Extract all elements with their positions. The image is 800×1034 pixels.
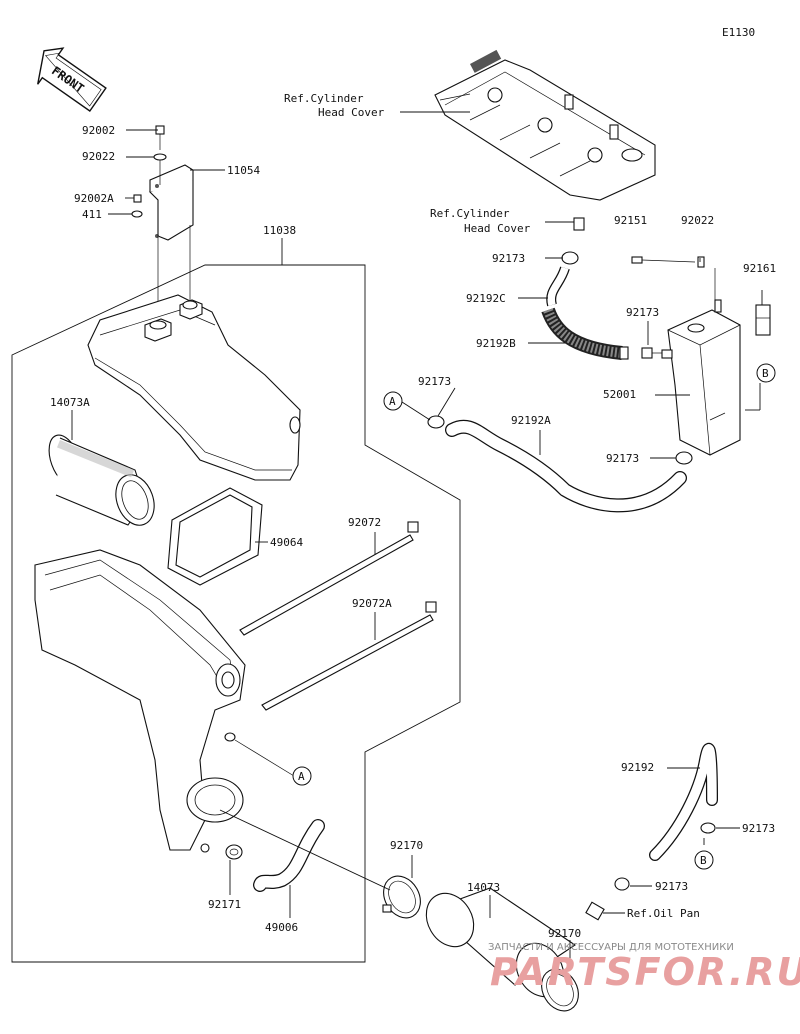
label-92192: 92192 — [621, 761, 654, 774]
label-49006: 49006 — [265, 921, 298, 934]
svg-text:A: A — [298, 770, 305, 783]
label-14073: 14073 — [467, 881, 500, 894]
label-49064: 49064 — [270, 536, 303, 549]
assembly-frame — [11, 238, 461, 963]
label-92171: 92171 — [208, 898, 241, 911]
clamp-92173-b2 — [614, 877, 630, 891]
label-92173-b2: 92173 — [655, 880, 688, 893]
diagram-code: E1130 — [722, 26, 755, 39]
ref-head-cover-line1: Ref.Cylinder — [284, 92, 364, 105]
clamp-92173-low — [675, 451, 693, 465]
hose-92192B — [541, 307, 629, 360]
label-92173-left: 92173 — [418, 375, 451, 388]
filter-14073A — [48, 434, 155, 526]
ref-oil-pan: Ref.Oil Pan — [627, 907, 700, 920]
damper-92161 — [755, 304, 771, 336]
hose-92192 — [649, 742, 718, 861]
connector-a-upper: A — [383, 391, 403, 411]
bolt-92002A — [133, 194, 142, 203]
label-92173-mid: 92173 — [626, 306, 659, 319]
ref-head-cover2-line1: Ref.Cylinder — [430, 207, 510, 220]
label-92173-b1: 92173 — [742, 822, 775, 835]
washer-92022 — [153, 153, 167, 185]
front-arrow-icon: FRONT — [37, 47, 107, 112]
label-92072A: 92072A — [352, 597, 392, 610]
connector-b-upper: B — [756, 363, 776, 383]
watermark-brand: PARTSFOR.RU — [490, 950, 800, 994]
screw-92151 — [631, 256, 696, 264]
label-92192C: 92192C — [466, 292, 506, 305]
label-92022-right: 92022 — [681, 214, 714, 227]
svg-text:A: A — [389, 395, 396, 408]
head-cover-fitting — [545, 217, 585, 231]
oil-pan-fitting — [585, 901, 605, 921]
clamp-92171 — [225, 844, 243, 860]
label-92192A: 92192A — [511, 414, 551, 427]
label-92170-a: 92170 — [390, 839, 423, 852]
air-box-lower — [34, 549, 295, 853]
label-11054: 11054 — [227, 164, 260, 177]
label-92170-b: 92170 — [548, 927, 581, 940]
bracket-11054 — [149, 164, 194, 330]
hose-49006 — [253, 819, 325, 892]
strap-92072A — [261, 601, 437, 711]
ref-head-cover2-line2: Head Cover — [464, 222, 531, 235]
label-92173-low: 92173 — [606, 452, 639, 465]
label-92173-top: 92173 — [492, 252, 525, 265]
svg-text:B: B — [762, 367, 769, 380]
gasket-49064 — [167, 487, 263, 586]
leader-lines — [71, 129, 763, 970]
watermark-tagline: ЗАПЧАСТИ И АКСЕССУАРЫ ДЛЯ МОТОТЕХНИКИ — [488, 942, 734, 953]
hose-92192C — [546, 266, 570, 307]
svg-text:B: B — [700, 854, 707, 867]
clamp-92173-top — [561, 251, 579, 265]
label-92022: 92022 — [82, 150, 115, 163]
label-52001: 52001 — [603, 388, 636, 401]
clamp-92173-mid — [641, 347, 664, 359]
label-92151: 92151 — [614, 214, 647, 227]
collar-92022-right — [697, 256, 716, 300]
strap-92072 — [239, 521, 419, 636]
ref-head-cover-line2: Head Cover — [318, 106, 385, 119]
label-92072: 92072 — [348, 516, 381, 529]
washer-411 — [131, 210, 143, 218]
label-411: 411 — [82, 208, 102, 221]
connector-a-lower: A — [292, 766, 312, 786]
clamp-92173-left — [427, 415, 445, 429]
air-box-upper — [87, 294, 301, 481]
label-14073A: 14073A — [50, 396, 90, 409]
clamp-92170-b — [541, 968, 579, 1012]
part-labels: Ref.Cylinder Head Cover Ref.Cylinder Hea… — [50, 92, 776, 940]
label-92002: 92002 — [82, 124, 115, 137]
cylinder-head-cover — [434, 49, 656, 201]
clamp-92170-a — [382, 875, 421, 919]
hose-92192A — [445, 419, 687, 513]
label-11038: 11038 — [263, 224, 296, 237]
clamp-92173-b1 — [700, 822, 716, 834]
separator-tank-52001 — [661, 299, 741, 456]
connector-b-lower: B — [694, 850, 714, 870]
label-92002A: 92002A — [74, 192, 114, 205]
label-92192B: 92192B — [476, 337, 516, 350]
label-92161: 92161 — [743, 262, 776, 275]
